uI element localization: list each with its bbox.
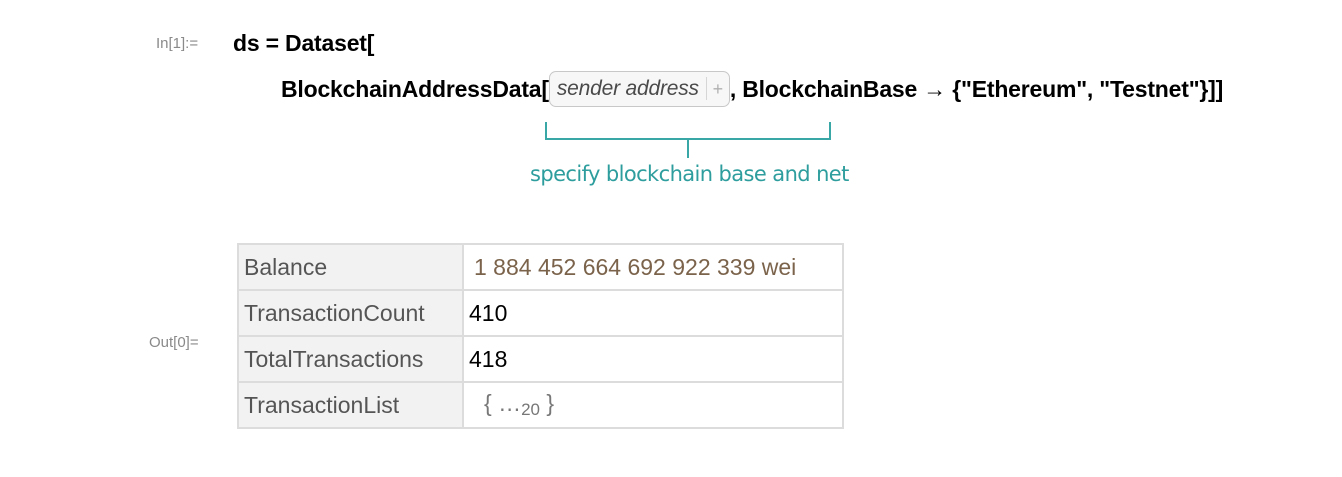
row-key-balance[interactable]: Balance xyxy=(237,243,464,291)
row-value-balance[interactable]: 1 884 452 664 692 922 339 wei xyxy=(462,243,844,291)
row-value-transaction-list[interactable]: { …20 } xyxy=(462,381,844,429)
row-key-total-transactions[interactable]: TotalTransactions xyxy=(237,335,464,383)
row-key-transaction-count[interactable]: TransactionCount xyxy=(237,289,464,337)
blockchain-base-option: , BlockchainBase → {"Ethereum", "Testnet… xyxy=(729,76,1224,103)
sender-address-placeholder[interactable]: sender address+ xyxy=(548,71,730,107)
list-count: 20 xyxy=(521,400,540,419)
function-name: BlockchainAddressData[ xyxy=(281,76,549,103)
output-cell-label: Out[0]= xyxy=(149,334,199,351)
row-value-transaction-count[interactable]: 410 xyxy=(462,289,844,337)
code-line-1[interactable]: ds = Dataset[ xyxy=(233,30,375,56)
table-row[interactable]: TotalTransactions 418 xyxy=(237,335,844,383)
annotation-bracket xyxy=(545,122,831,140)
table-row[interactable]: TransactionList { …20 } xyxy=(237,381,844,429)
list-close-brace: } xyxy=(540,390,555,416)
table-row[interactable]: Balance 1 884 452 664 692 922 339 wei xyxy=(237,243,844,291)
input-cell-label: In[1]:= xyxy=(156,35,199,52)
annotation-text: specify blockchain base and net xyxy=(530,162,849,186)
dataset-table: Balance 1 884 452 664 692 922 339 wei Tr… xyxy=(237,243,844,429)
placeholder-add-icon[interactable]: + xyxy=(712,79,724,99)
list-open-brace: { xyxy=(484,390,499,416)
placeholder-text: sender address xyxy=(556,77,707,100)
row-key-transaction-list[interactable]: TransactionList xyxy=(237,381,464,429)
annotation-bracket-stem xyxy=(687,140,689,158)
code-line-2[interactable]: BlockchainAddressData[sender address+, B… xyxy=(281,71,1224,109)
list-ellipsis: … xyxy=(498,390,522,416)
table-row[interactable]: TransactionCount 410 xyxy=(237,289,844,337)
row-value-total-transactions[interactable]: 418 xyxy=(462,335,844,383)
